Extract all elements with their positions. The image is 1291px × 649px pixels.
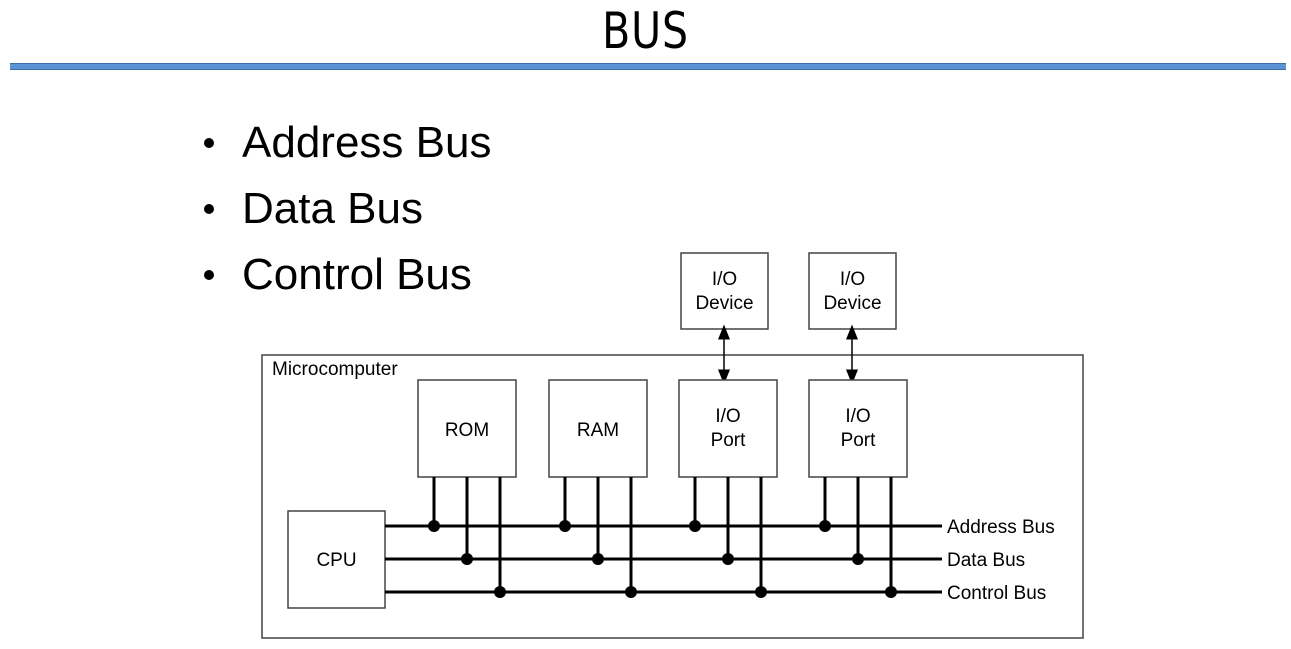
title-underline	[10, 63, 1286, 70]
junction-dot	[755, 586, 767, 598]
cpu-block: CPU	[287, 510, 386, 609]
junction-dot	[559, 520, 571, 532]
bullet-text: Data Bus	[242, 184, 423, 233]
junction-dot	[625, 586, 637, 598]
slide-title: BUS	[602, 2, 689, 60]
junction-dot	[494, 586, 506, 598]
bullet-list: Address Bus Data Bus Control Bus	[200, 110, 491, 308]
io-device-1-line2: Device	[695, 293, 753, 314]
io-device-2-line1: I/O	[840, 269, 865, 290]
bullet-icon	[204, 270, 214, 280]
ram-label: RAM	[577, 420, 619, 441]
ram-block: RAM	[548, 379, 648, 478]
junction-dot	[428, 520, 440, 532]
io-device-1: I/O Device	[680, 252, 769, 330]
rom-label: ROM	[445, 420, 489, 441]
microcomputer-frame	[261, 354, 1084, 639]
address-bus-label: Address Bus	[947, 517, 1055, 538]
io-port-1-line2: Port	[711, 430, 747, 451]
junction-dot	[722, 553, 734, 565]
bullet-text: Address Bus	[242, 118, 492, 167]
junction-dot	[819, 520, 831, 532]
bullet-item: Data Bus	[200, 176, 491, 242]
junction-dot	[592, 553, 604, 565]
bullet-icon	[204, 204, 214, 214]
io-port-2-line1: I/O	[845, 406, 870, 427]
io-port-2-block: I/O Port	[808, 379, 908, 478]
bullet-item: Control Bus	[200, 242, 491, 308]
junction-dot	[885, 586, 897, 598]
io-port-1-line1: I/O	[715, 406, 740, 427]
junction-dot	[461, 553, 473, 565]
junction-dot	[689, 520, 701, 532]
rom-block: ROM	[417, 379, 517, 478]
bullet-item: Address Bus	[200, 110, 491, 176]
control-bus-label: Control Bus	[947, 583, 1046, 604]
microcomputer-label: Microcomputer	[272, 359, 398, 380]
io-device-2: I/O Device	[808, 252, 897, 330]
bus-connections	[428, 477, 897, 598]
io-device-2-line2: Device	[823, 293, 881, 314]
bullet-text: Control Bus	[242, 250, 472, 299]
bullet-icon	[204, 138, 214, 148]
io-port-1-block: I/O Port	[678, 379, 778, 478]
io-device-1-line1: I/O	[712, 269, 737, 290]
cpu-label: CPU	[316, 550, 356, 571]
junction-dot	[852, 553, 864, 565]
io-port-2-line2: Port	[841, 430, 877, 451]
data-bus-label: Data Bus	[947, 550, 1025, 571]
